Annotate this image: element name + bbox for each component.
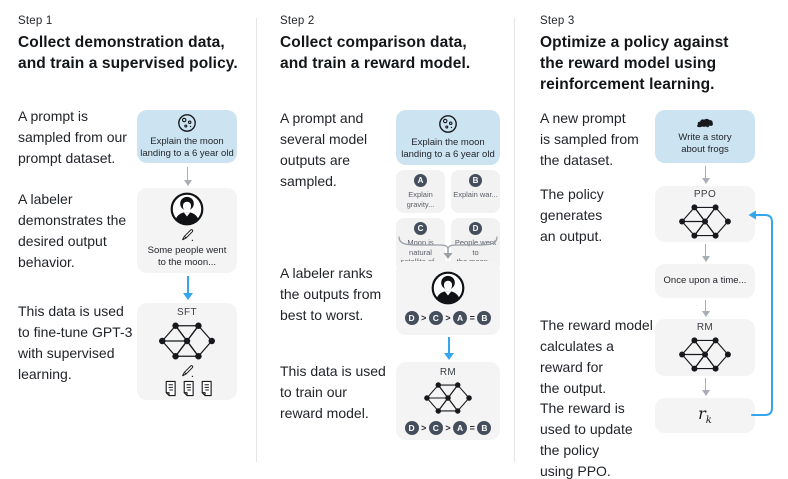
rm-label: RM xyxy=(439,367,457,378)
step3-caption-update: The reward is used to update the policy … xyxy=(540,400,633,479)
output-letter: D xyxy=(469,222,482,235)
step3-caption-reward-model: The reward model calculates a reward for… xyxy=(540,317,653,396)
output-letter: C xyxy=(414,222,427,235)
output-text: Explain war... xyxy=(453,190,498,199)
step3-prompt-text: Write a story about frogs xyxy=(678,131,732,156)
rank-chip: B xyxy=(477,421,492,435)
frog-icon xyxy=(696,117,714,129)
rank-op: = xyxy=(469,423,475,433)
arrow-down-blue xyxy=(181,276,194,300)
step2-prompt-box: Explain the moon landing to a 6 year old xyxy=(396,110,500,165)
pencil-icon xyxy=(180,228,194,242)
step1-prompt-box: Explain the moon landing to a 6 year old xyxy=(137,110,237,163)
arrow-down-gray xyxy=(699,166,712,184)
rank-chip: A xyxy=(453,311,468,325)
column-divider-2 xyxy=(514,18,515,462)
moon-icon xyxy=(177,113,197,133)
step3-prompt-box: Write a story about frogs xyxy=(655,110,755,163)
ranking-row: D > C > A = B xyxy=(404,311,492,325)
arrow-down-blue xyxy=(442,337,455,360)
neural-net-icon xyxy=(679,336,731,373)
reward-value: rk xyxy=(698,404,712,427)
labeler-icon xyxy=(170,192,204,226)
step1-labeler-box: Some people went to the moon... xyxy=(137,188,237,273)
rank-op: = xyxy=(469,313,475,323)
step1-prompt-text: Explain the moon landing to a 6 year old xyxy=(140,135,234,160)
step2-title: Collect comparison data, and train a rew… xyxy=(280,34,471,72)
step3-caption-policy: The policy generates an output. xyxy=(540,186,604,244)
rank-chip: B xyxy=(477,311,492,325)
step2-rm-box: RM D > C > A = B xyxy=(396,362,500,440)
moon-icon xyxy=(438,114,458,134)
rank-chip: C xyxy=(428,311,443,325)
rank-op: > xyxy=(421,313,427,323)
rank-op: > xyxy=(421,423,427,433)
rank-chip: D xyxy=(404,421,419,435)
arrow-down-gray xyxy=(699,300,712,317)
arrow-down-gray xyxy=(699,244,712,262)
output-chip-a: A Explain gravity... xyxy=(396,170,445,213)
document-icon xyxy=(180,380,195,397)
step3-rm-box: RM xyxy=(655,319,755,376)
step2-label: Step 2 xyxy=(280,15,315,27)
step1-label: Step 1 xyxy=(18,15,53,27)
document-icon xyxy=(162,380,177,397)
sft-label: SFT xyxy=(176,306,198,318)
step3-reward-box: rk xyxy=(655,398,755,433)
output-chip-b: B Explain war... xyxy=(451,170,500,213)
output-letter: A xyxy=(414,174,427,187)
labeler-icon xyxy=(431,271,465,305)
arrow-down-gray xyxy=(181,167,194,186)
step3-title: Optimize a policy against the reward mod… xyxy=(540,34,729,93)
brace-funnel-arrow xyxy=(398,236,498,259)
pencil-icon xyxy=(180,364,194,378)
step2-caption-rank: A labeler ranks the outputs from best to… xyxy=(280,265,382,323)
step1-demo-text: Some people went to the moon... xyxy=(147,244,227,269)
step1-caption-finetune: This data is used to fine-tune GPT-3 wit… xyxy=(18,303,133,382)
neural-net-icon xyxy=(159,321,215,361)
step3-output-box: Once upon a time... xyxy=(655,264,755,298)
rank-chip: D xyxy=(404,311,419,325)
step1-title: Collect demonstration data, and train a … xyxy=(18,34,238,72)
feedback-arrow xyxy=(748,210,773,416)
step3-label: Step 3 xyxy=(540,15,575,27)
step3-ppo-box: PPO xyxy=(655,186,755,242)
rank-op: > xyxy=(445,313,451,323)
document-icon xyxy=(198,380,213,397)
rank-chip: A xyxy=(453,421,468,435)
output-text: Explain gravity... xyxy=(406,190,435,209)
step2-labeler-box: D > C > A = B xyxy=(396,261,500,335)
rank-chip: C xyxy=(428,421,443,435)
rank-op: > xyxy=(445,423,451,433)
step2-caption-train: This data is used to train our reward mo… xyxy=(280,363,386,421)
step1-caption-labeler: A labeler demonstrates the desired outpu… xyxy=(18,191,127,270)
column-divider-1 xyxy=(256,18,257,462)
step2-prompt-text: Explain the moon landing to a 6 year old xyxy=(401,136,495,161)
output-letter: B xyxy=(469,174,482,187)
ppo-label: PPO xyxy=(693,188,717,200)
step2-caption-prompt: A prompt and several model outputs are s… xyxy=(280,110,368,189)
rm-label: RM xyxy=(696,322,714,333)
step1-caption-prompt: A prompt is sampled from our prompt data… xyxy=(18,108,127,166)
neural-net-icon xyxy=(424,381,472,415)
arrow-down-gray xyxy=(699,378,712,396)
step3-output-text: Once upon a time... xyxy=(663,274,747,286)
ranking-row: D > C > A = B xyxy=(404,421,492,435)
neural-net-icon xyxy=(679,203,731,240)
step1-sft-box: SFT xyxy=(137,303,237,400)
step3-caption-prompt: A new prompt is sampled from the dataset… xyxy=(540,110,639,168)
documents-row xyxy=(162,380,213,397)
